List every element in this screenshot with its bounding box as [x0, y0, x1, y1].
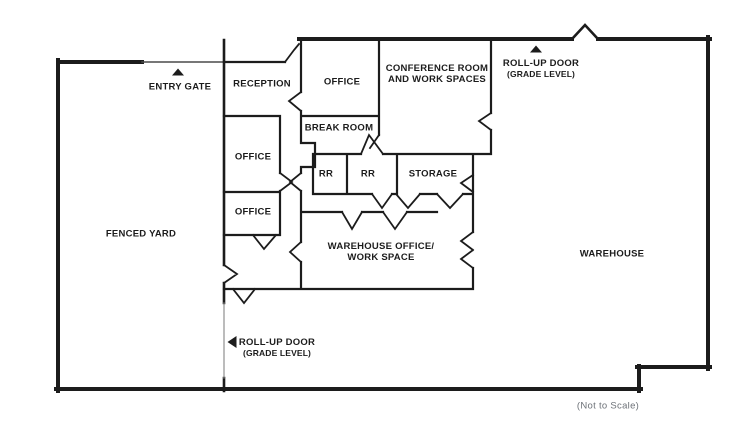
label-restroom-2: RR — [360, 168, 376, 180]
label-warehouse-office: WAREHOUSE OFFICE/ WORK SPACE — [328, 241, 435, 263]
label-rollup-door-top: ROLL-UP DOOR (GRADE LEVEL) — [503, 58, 579, 80]
label-rollup-door-bottom: ROLL-UP DOOR (GRADE LEVEL) — [239, 337, 315, 359]
label-conference-room-line2: AND WORK SPACES — [387, 74, 487, 85]
entry-gate-marker-icon — [172, 68, 184, 76]
rollup-door-top-symbol — [570, 23, 600, 41]
door-swing-symbols — [222, 42, 493, 305]
label-reception: RECEPTION — [233, 78, 291, 90]
label-conference-room: CONFERENCE ROOM AND WORK SPACES — [386, 63, 488, 85]
label-rollup-door-bottom-line2: (GRADE LEVEL) — [242, 348, 312, 358]
label-rollup-door-top-line2: (GRADE LEVEL) — [506, 69, 576, 79]
rollup-door-top-marker-icon — [530, 45, 542, 53]
not-to-scale-note: (Not to Scale) — [576, 400, 640, 412]
label-storage: STORAGE — [408, 168, 458, 180]
label-fenced-yard: FENCED YARD — [105, 228, 177, 240]
label-warehouse-office-line1: WAREHOUSE OFFICE/ — [327, 241, 435, 252]
label-entry-gate: ENTRY GATE — [148, 81, 212, 93]
rollup-door-bottom-marker-icon — [227, 336, 237, 348]
label-conference-room-line1: CONFERENCE ROOM — [385, 63, 489, 74]
label-office-middle: OFFICE — [234, 151, 272, 163]
label-warehouse: WAREHOUSE — [579, 248, 645, 260]
wall-outer-perimeter — [54, 35, 712, 393]
label-office-lower: OFFICE — [234, 206, 272, 218]
label-office-top: OFFICE — [323, 76, 361, 88]
label-break-room: BREAK ROOM — [304, 122, 374, 134]
label-rollup-door-top-line1: ROLL-UP DOOR — [502, 58, 580, 69]
label-restroom-1: RR — [318, 168, 334, 180]
label-rollup-door-bottom-line1: ROLL-UP DOOR — [238, 337, 316, 348]
label-warehouse-office-line2: WORK SPACE — [347, 252, 415, 263]
